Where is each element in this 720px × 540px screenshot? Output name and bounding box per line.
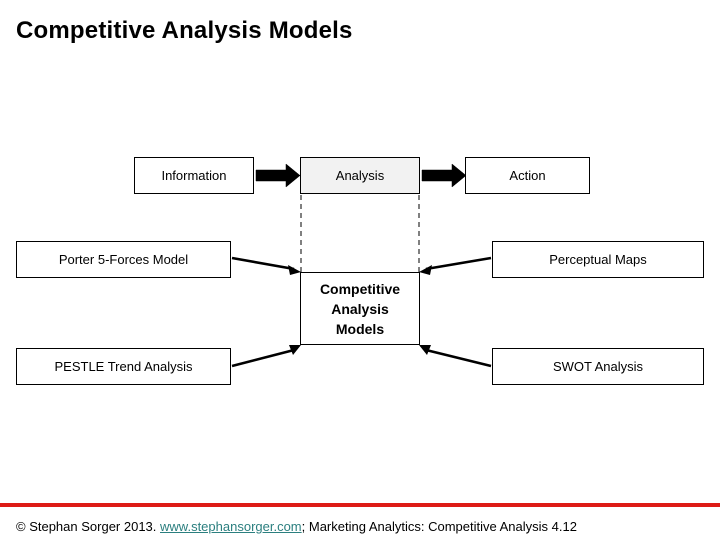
center-label-line2: Analysis: [331, 300, 389, 317]
arrow-perceptual-to-center: [419, 256, 492, 275]
center-label-block: Competitive Analysis Models: [320, 279, 400, 339]
node-information-label: Information: [161, 167, 227, 183]
arrow-swot-to-center: [419, 345, 492, 368]
node-swot-label: SWOT Analysis: [552, 358, 644, 374]
node-action-label: Action: [509, 167, 546, 183]
node-perceptual-label: Perceptual Maps: [549, 251, 647, 267]
node-porter-5-forces-model[interactable]: Porter 5-Forces Model: [16, 241, 231, 278]
footer-divider: [0, 503, 720, 507]
dashed-callout-lines: [300, 195, 420, 272]
center-label-line1: Competitive: [319, 280, 401, 297]
footer-text: © Stephan Sorger 2013. www.stephansorger…: [16, 518, 716, 535]
node-perceptual-maps[interactable]: Perceptual Maps: [492, 241, 704, 278]
footer-copyright: © Stephan Sorger 2013.: [16, 519, 161, 534]
diagram-connectors: [231, 163, 492, 368]
arrow-pestle-to-center: [231, 345, 301, 368]
node-analysis-label: Analysis: [335, 167, 385, 183]
node-swot-analysis[interactable]: SWOT Analysis: [492, 348, 704, 385]
node-competitive-analysis-models[interactable]: Competitive Analysis Models: [300, 272, 420, 345]
node-porter-label: Porter 5-Forces Model: [58, 251, 189, 267]
arrow-porter-to-center: [231, 256, 301, 275]
page-title: Competitive Analysis Models: [16, 17, 353, 44]
node-action[interactable]: Action: [465, 157, 590, 194]
arrow-analysis-to-action: [421, 163, 467, 188]
footer-website-link[interactable]: www.stephansorger.com: [160, 519, 302, 534]
node-pestle-trend-analysis[interactable]: PESTLE Trend Analysis: [16, 348, 231, 385]
center-label-line3: Models: [335, 320, 385, 337]
node-analysis[interactable]: Analysis: [300, 157, 420, 194]
arrow-information-to-analysis: [255, 163, 301, 188]
node-information[interactable]: Information: [134, 157, 254, 194]
node-pestle-label: PESTLE Trend Analysis: [54, 358, 193, 374]
footer-suffix: ; Marketing Analytics: Competitive Analy…: [301, 519, 577, 534]
